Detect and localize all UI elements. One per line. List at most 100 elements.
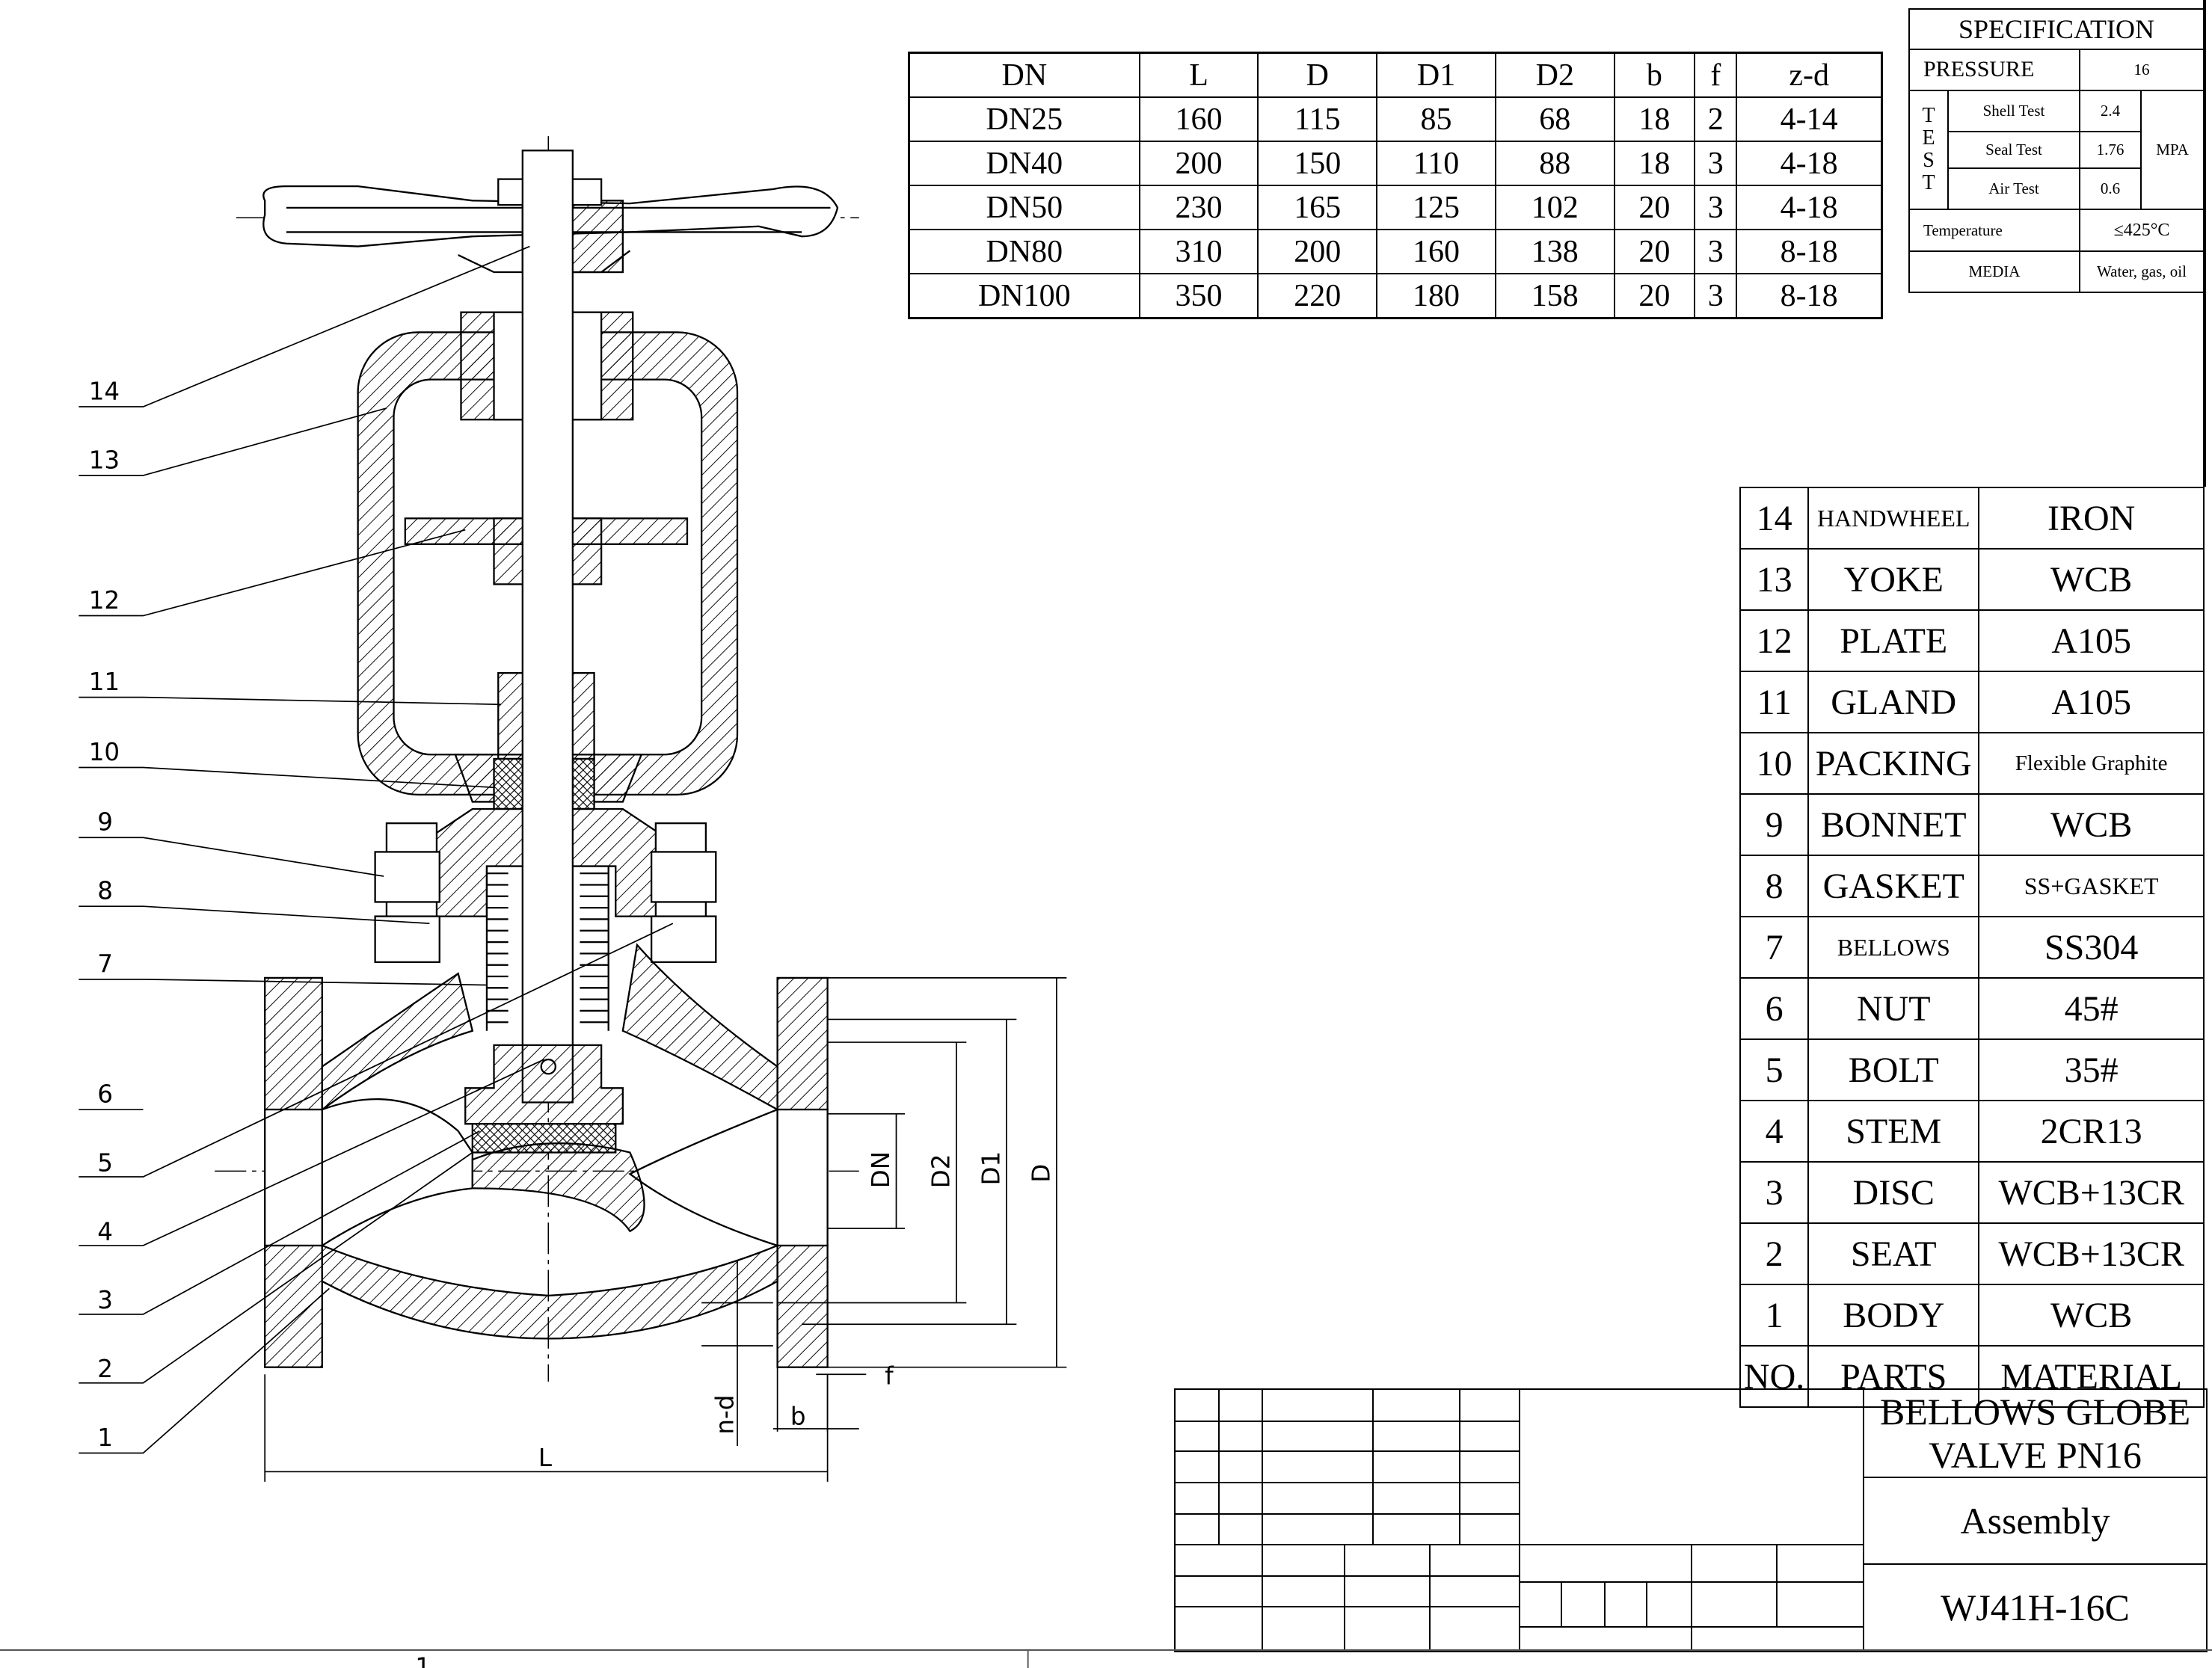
test-unit: MPA xyxy=(2140,89,2205,211)
part-material: WCB+13CR xyxy=(1978,1161,2205,1224)
callout-12: 12 xyxy=(89,586,120,615)
part-number: 1 xyxy=(1739,1284,1810,1347)
test-letter: E xyxy=(1922,126,1935,150)
dim-cell: 20 xyxy=(1613,273,1696,319)
dimension-lines xyxy=(264,977,1067,1482)
dim-cell: 158 xyxy=(1494,273,1615,319)
dim-header-cell: D2 xyxy=(1494,52,1615,98)
sheet-bottom-border xyxy=(0,1649,2212,1651)
bolts xyxy=(374,822,717,964)
dim-header-cell: D xyxy=(1257,52,1378,98)
part-material: 2CR13 xyxy=(1978,1100,2205,1163)
part-name: YOKE xyxy=(1807,548,1980,611)
callout-4: 4 xyxy=(97,1217,113,1246)
part-name: NUT xyxy=(1807,977,1980,1040)
part-number: 13 xyxy=(1739,548,1810,611)
dim-cell: 3 xyxy=(1694,185,1738,230)
part-material: WCB+13CR xyxy=(1978,1222,2205,1285)
dim-cell: 102 xyxy=(1494,185,1615,230)
specification-table: SPECIFICATION PRESSURE 16 T E S T Shell … xyxy=(1908,7,2205,294)
spec-title: SPECIFICATION xyxy=(1908,7,2205,51)
drawing-model-number: WJ41H-16C xyxy=(1941,1586,2130,1628)
pressure-value: 16 xyxy=(2079,49,2205,91)
dim-cell: 3 xyxy=(1694,229,1738,274)
dim-cell: DN40 xyxy=(908,141,1140,186)
part-name: BODY xyxy=(1807,1284,1980,1347)
drawing-subtitle: Assembly xyxy=(1864,1478,2206,1565)
dim-cell: DN80 xyxy=(908,229,1140,274)
part-number: 5 xyxy=(1739,1038,1810,1101)
dim-label-D1: D1 xyxy=(977,1151,1005,1186)
callout-2: 2 xyxy=(97,1355,113,1383)
dim-cell: 4-14 xyxy=(1736,96,1883,142)
dim-cell: 8-18 xyxy=(1736,229,1883,274)
part-material: Flexible Graphite xyxy=(1978,732,2205,795)
sheet-border xyxy=(2203,0,2206,487)
callout-5: 5 xyxy=(97,1148,113,1177)
dim-cell: 150 xyxy=(1257,141,1378,186)
part-material: WCB xyxy=(1978,1284,2205,1347)
dim-cell: 200 xyxy=(1138,141,1259,186)
title-block-grid xyxy=(1176,1390,1864,1651)
dim-header-cell: D1 xyxy=(1376,52,1496,98)
dim-cell: 4-18 xyxy=(1736,141,1883,186)
dim-cell: 20 xyxy=(1613,185,1696,230)
dim-cell: 20 xyxy=(1613,229,1696,274)
part-material: 45# xyxy=(1978,977,2205,1040)
part-name: BELLOWS xyxy=(1807,916,1980,979)
seal-test-value: 1.76 xyxy=(2079,130,2142,170)
callout-labels: 14 13 12 11 10 9 8 7 6 5 4 3 2 1 xyxy=(89,377,120,1452)
dim-cell: 230 xyxy=(1138,185,1259,230)
dim-label-b: b xyxy=(790,1402,806,1430)
dim-cell: 200 xyxy=(1257,229,1378,274)
part-number: 7 xyxy=(1739,916,1810,979)
part-material: A105 xyxy=(1978,671,2205,733)
title-line-2: VALVE PN16 xyxy=(1929,1434,2142,1476)
seal-test-label: Seal Test xyxy=(1947,130,2080,170)
callout-14: 14 xyxy=(89,377,120,405)
part-material: A105 xyxy=(1978,609,2205,672)
dim-cell: 115 xyxy=(1257,96,1378,142)
dim-cell: 68 xyxy=(1494,96,1615,142)
test-letter: T xyxy=(1922,171,1935,195)
part-number: 8 xyxy=(1739,855,1810,917)
dim-label-D2: D2 xyxy=(927,1154,955,1189)
dim-cell: 2 xyxy=(1694,96,1738,142)
shell-test-label: Shell Test xyxy=(1947,89,2080,132)
callout-9: 9 xyxy=(97,808,113,837)
dim-cell: 160 xyxy=(1138,96,1259,142)
body xyxy=(264,943,829,1368)
part-number: 12 xyxy=(1739,609,1810,672)
part-number: 4 xyxy=(1739,1100,1810,1163)
dim-cell: 350 xyxy=(1138,273,1259,319)
dim-cell: 4-18 xyxy=(1736,185,1883,230)
dim-header-cell: b xyxy=(1613,52,1696,98)
part-name: BOLT xyxy=(1807,1038,1980,1101)
part-material: SS+GASKET xyxy=(1978,855,2205,917)
dim-cell: DN100 xyxy=(908,273,1140,319)
dim-cell: 138 xyxy=(1494,229,1615,274)
test-label: T E S T xyxy=(1908,89,1949,211)
dim-header-cell: L xyxy=(1138,52,1259,98)
shell-test-value: 2.4 xyxy=(2079,89,2142,132)
dim-label-L: L xyxy=(538,1444,552,1472)
callout-8: 8 xyxy=(97,877,113,905)
part-name: DISC xyxy=(1807,1161,1980,1224)
air-test-label: Air Test xyxy=(1947,167,2080,211)
